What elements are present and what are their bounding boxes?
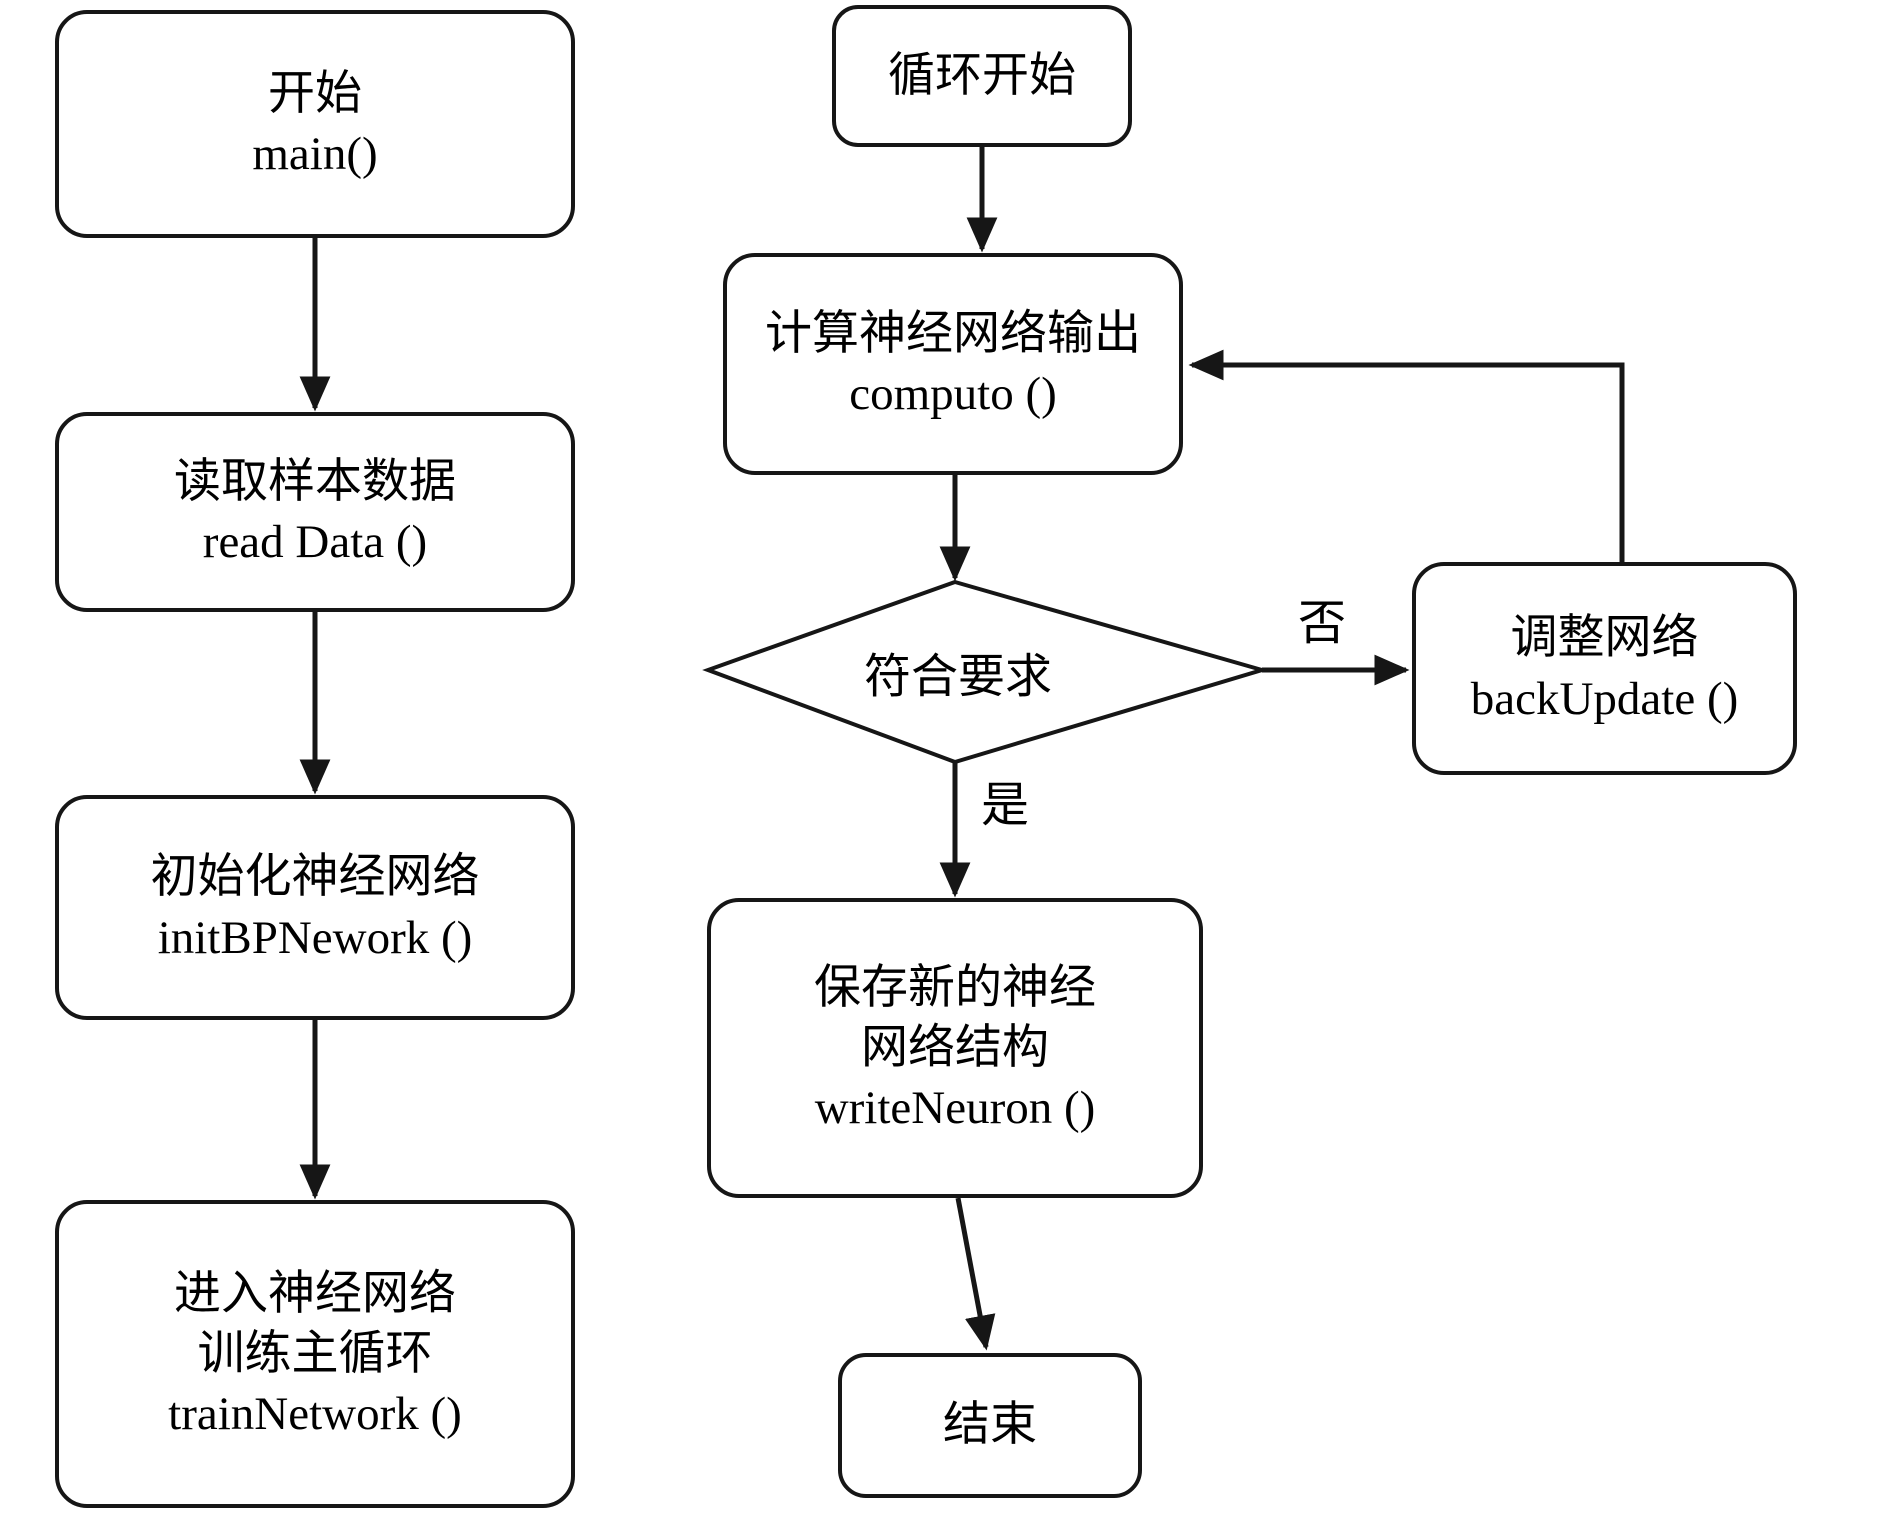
node-read-data-line-1: 读取样本数据 [174,455,456,508]
node-back-update-line-1: 调整网络 [1510,612,1699,665]
node-compute-output-line-2: computo () [849,368,1057,420]
node-init-network: 初始化神经网络 initBPNework () [55,795,575,1020]
decision-diamond-shape [702,579,1270,765]
node-loop-start-line-1: 循环开始 [888,49,1076,102]
node-write-neuron-line-1: 保存新的神经 [814,961,1096,1014]
edge-writeneuron-to-end [955,1197,996,1351]
node-init-network-line-2: initBPNework () [157,911,473,964]
node-read-data-line-2: read Data () [202,516,428,568]
node-write-neuron-line-3: writeNeuron () [814,1082,1096,1135]
node-start-main-line-2: main() [252,128,378,180]
node-read-data: 读取样本数据 read Data () [55,412,575,612]
node-start-main: 开始 main() [55,10,575,238]
node-train-loop-line-1: 进入神经网络 [174,1267,456,1320]
branch-label-yes: 是 [980,779,1030,832]
node-end-line-1: 结束 [943,1399,1037,1452]
decision-meets-requirements-label: 符合要求 [864,651,1052,704]
node-compute-output: 计算神经网络输出 computo () [723,253,1183,475]
node-end: 结束 [838,1353,1142,1498]
branch-label-no: 否 [1297,597,1347,650]
node-back-update-line-2: backUpdate () [1470,672,1739,725]
node-back-update: 调整网络 backUpdate () [1412,562,1797,775]
edge-backupdate-feedback-to-compute [1188,349,1625,562]
node-start-main-line-1: 开始 [268,67,362,120]
node-loop-start: 循环开始 [832,5,1132,147]
node-compute-output-line-1: 计算神经网络输出 [765,307,1141,360]
node-init-network-line-1: 初始化神经网络 [150,851,480,904]
node-train-loop-line-3: trainNetwork () [168,1388,462,1441]
node-write-neuron-line-2: 网络结构 [861,1021,1049,1074]
node-train-loop-line-2: 训练主循环 [197,1327,433,1380]
node-train-loop: 进入神经网络 训练主循环 trainNetwork () [55,1200,575,1508]
node-write-neuron: 保存新的神经 网络结构 writeNeuron () [707,898,1203,1198]
